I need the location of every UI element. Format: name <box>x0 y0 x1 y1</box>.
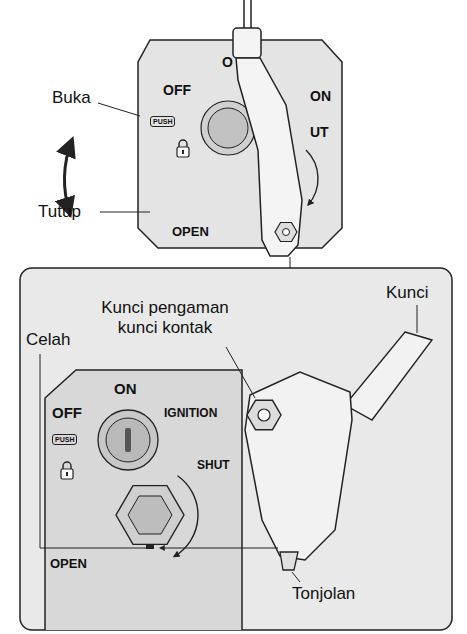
dial-marking: OFF <box>163 82 191 99</box>
key-cylinder-inner <box>208 108 248 148</box>
part-label: Kunci <box>386 283 429 303</box>
shutter-arrow <box>306 150 318 205</box>
key-cylinder-inner <box>106 418 150 462</box>
key-shutter <box>116 486 184 545</box>
push-marking: PUSH <box>150 116 175 127</box>
leader-line <box>226 347 255 398</box>
shutter-arrow <box>174 476 198 557</box>
nut-hole <box>283 229 290 236</box>
dial-marking: OPEN <box>172 224 209 240</box>
leader-line <box>40 354 146 548</box>
lock-icon <box>177 140 189 157</box>
dial-marking: O <box>222 54 233 71</box>
part-label: Buka <box>52 88 91 108</box>
slot <box>146 544 154 549</box>
dial-marking: OPEN <box>50 556 87 572</box>
part-label: Celah <box>26 330 70 350</box>
switch-plate <box>45 370 242 630</box>
lock-icon <box>61 462 73 479</box>
dial-marking: ON <box>310 88 331 105</box>
part-label: Tonjolan <box>292 584 355 604</box>
key-shutter-inner <box>128 496 172 534</box>
key-cylinder <box>98 410 158 470</box>
leader-line <box>98 103 140 116</box>
dial-marking: OFF <box>52 404 82 422</box>
shutter-key-head <box>245 372 352 560</box>
leader-line <box>100 212 150 213</box>
dial-marking: IGNITION <box>164 406 217 420</box>
keyhole <box>125 428 131 452</box>
part-label: Kunci pengaman kunci kontak <box>95 298 235 339</box>
dial-marking: UT <box>310 124 329 141</box>
fit-arrow <box>160 547 278 548</box>
key-lock-nut <box>247 400 281 429</box>
key-stem <box>243 0 245 30</box>
nut-hole <box>258 409 270 421</box>
dial-marking: ON <box>114 380 137 398</box>
shutter-key-nut <box>275 223 297 242</box>
leader-line <box>292 572 300 582</box>
leader-line <box>417 305 418 333</box>
key-stem <box>250 0 252 30</box>
dial-marking: SHUT <box>197 458 230 472</box>
protrusion-tab <box>280 552 298 570</box>
push-marking: PUSH <box>52 434 77 445</box>
key-grip <box>233 28 261 58</box>
shutter-key <box>236 58 302 256</box>
leader-line <box>290 257 291 268</box>
key-blade <box>345 332 432 420</box>
part-label: Tutup <box>38 202 81 222</box>
